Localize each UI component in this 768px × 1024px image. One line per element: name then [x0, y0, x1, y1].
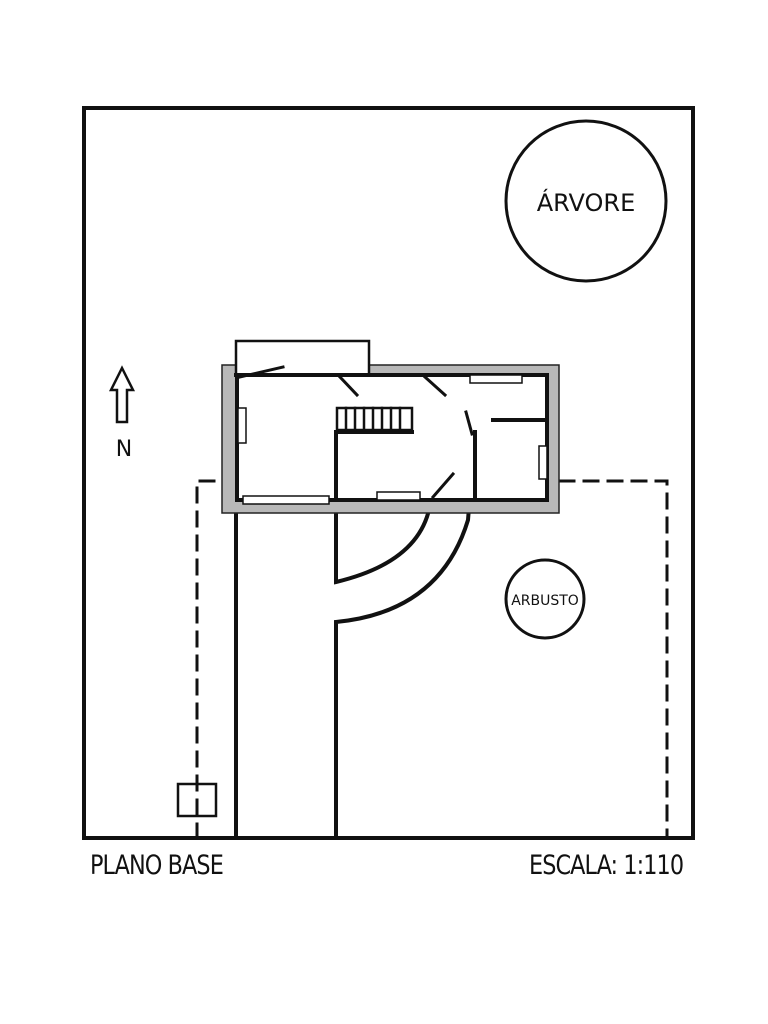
- utility-box: [176, 782, 218, 818]
- tree-circle: [504, 119, 668, 283]
- door-swing: [430, 471, 456, 500]
- window: [469, 374, 523, 384]
- door-swing: [464, 410, 474, 436]
- tree-label: ÁRVORE: [537, 188, 636, 217]
- house-footprint: [221, 339, 560, 514]
- plan-title: PLANO BASE: [90, 850, 224, 881]
- window: [538, 445, 548, 480]
- door-swing: [337, 374, 360, 398]
- window: [237, 407, 247, 444]
- door-swing: [238, 365, 285, 379]
- stair: [335, 406, 414, 432]
- house-interior: [235, 373, 549, 502]
- property-boundary: [82, 106, 695, 840]
- house-porch: [234, 339, 371, 377]
- door-swing: [422, 374, 448, 398]
- window: [376, 491, 421, 501]
- shrub-label: ARBUSTO: [511, 593, 579, 609]
- setback-dashed-lines: [195, 479, 669, 840]
- plan-scale: ESCALA: 1:110: [529, 850, 684, 881]
- driveway: [234, 429, 478, 840]
- window: [242, 495, 330, 505]
- shrub-circle: [504, 558, 586, 640]
- north-arrow-icon: [108, 365, 136, 424]
- north-label: N: [116, 437, 132, 462]
